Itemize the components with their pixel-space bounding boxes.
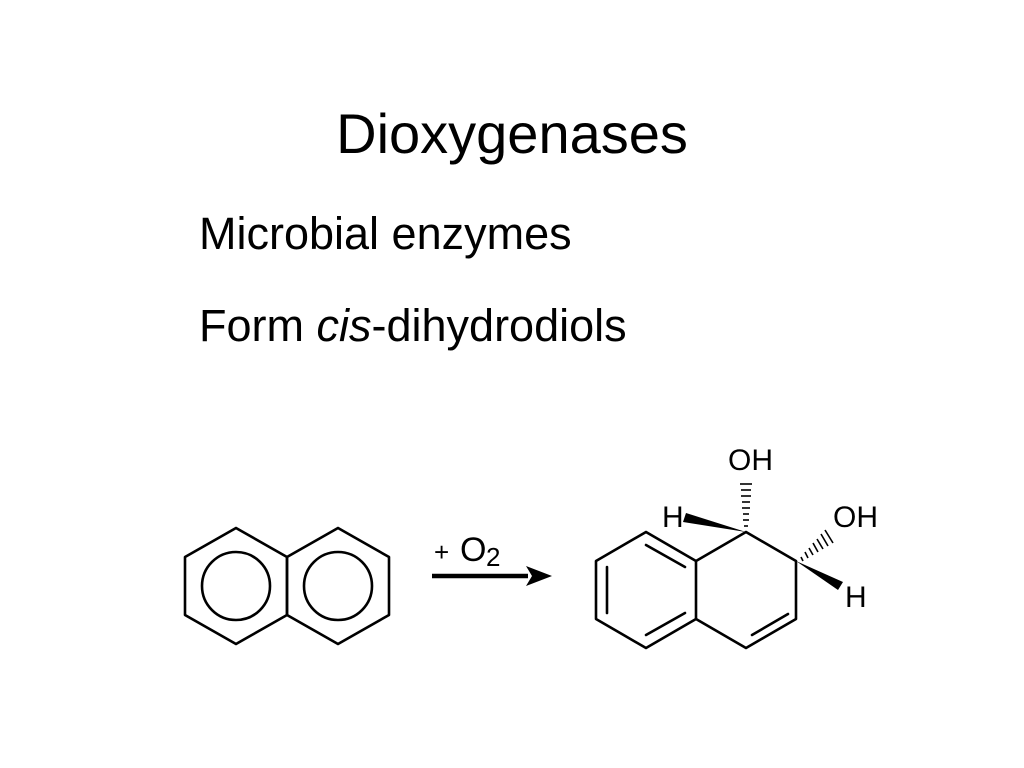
bullet-italic-cis: cis [316,300,372,351]
arrow-head [526,566,552,586]
reagent-oxygen: O [460,531,486,569]
benzene-double-bond-2 [644,611,687,637]
naphthalene-right-aromatic-circle [302,550,374,622]
hashed-wedges [740,483,834,562]
naphthalene-left-aromatic-circle [200,550,272,622]
product-diol-ring [694,530,798,650]
dihydrodiol-structure [594,530,798,650]
label-oh-right: OH [833,501,878,534]
bullet-microbial-enzymes: Microbial enzymes [199,208,572,260]
bullet-text: Microbial enzymes [199,208,572,259]
bullet-form-cis-dihydrodiols: Form cis-dihydrodiols [199,300,627,352]
naphthalene-left-ring [183,526,289,646]
reaction-arrow [432,566,552,586]
solid-wedge-h-left [683,513,746,532]
reagent-plus: + [434,537,449,567]
ring-double-bond [750,612,790,637]
reagent-subscript: 2 [486,542,500,572]
solid-wedge-h-bottom [796,561,843,590]
bullet-suffix: -dihydrodiols [371,300,627,351]
bullet-prefix: Form [199,300,317,351]
label-h-left: H [662,501,684,534]
product-benzene-ring [594,530,698,650]
naphthalene-right-ring [285,526,391,646]
label-h-bottom: H [845,581,867,614]
benzene-double-bond-1 [644,543,687,569]
naphthalene-structure [183,526,391,646]
label-oh-top: OH [728,444,773,477]
slide-title: Dioxygenases [336,102,688,165]
